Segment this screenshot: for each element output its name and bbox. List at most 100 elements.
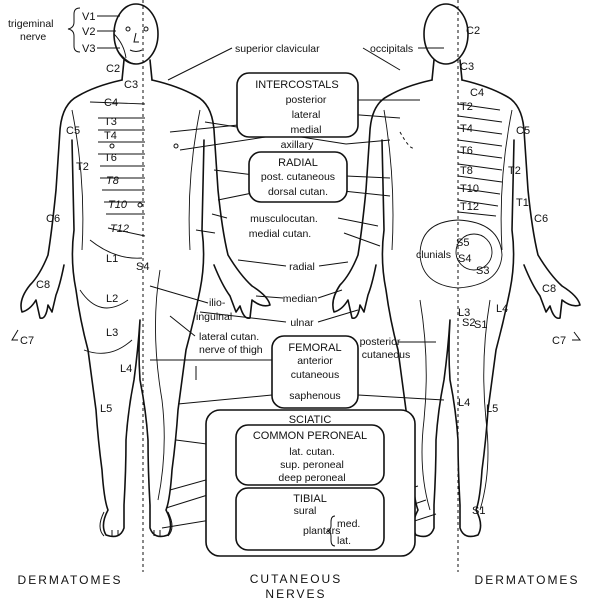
back-t-band-9: [457, 199, 499, 207]
lateral-cutan-line1: lateral cutan.: [199, 331, 259, 343]
back-t2-label: T2: [460, 101, 473, 113]
back-shoulder-dash: [399, 131, 415, 149]
front-left-foot: [99, 511, 119, 537]
deep-peroneal-label: deep peroneal: [278, 472, 345, 484]
front-l3-zone: [83, 339, 133, 354]
front-t3-label: T3: [104, 116, 117, 128]
back-t6-label: T6: [460, 145, 473, 157]
back-t10-label: T10: [460, 183, 479, 195]
front-nose: [133, 32, 139, 43]
trigeminal-v3: V3: [82, 43, 95, 55]
footer-nerves: NERVES: [265, 587, 326, 601]
back-t-band-3: [457, 127, 503, 135]
back-t-band-2: [457, 115, 503, 123]
radial-label: radial: [289, 261, 315, 273]
front-c5-label: C5: [66, 125, 80, 137]
back-l3-label: L3: [458, 307, 470, 319]
back-body-outline: [332, 79, 581, 538]
tibial-box: [235, 487, 385, 551]
back-s1-lower-label: S1: [472, 505, 485, 517]
front-c2-label: C2: [106, 63, 120, 75]
front-t12-label: T12: [110, 223, 129, 235]
back-t-band-4: [457, 139, 503, 147]
front-c6-label: C6: [46, 213, 60, 225]
axillary-label: axillary: [281, 139, 314, 151]
footer-dermatomes-left: DERMATOMES: [18, 573, 123, 587]
back-s1-label: S1: [474, 319, 487, 331]
radial-post-cutaneous: post. cutaneous: [261, 171, 335, 183]
back-c2-label: C2: [466, 25, 480, 37]
back-c3-label: C3: [460, 61, 474, 73]
back-arm-zone-left: [383, 109, 394, 251]
front-neck: [121, 59, 153, 81]
back-buttock-right: [457, 219, 503, 289]
trigeminal-bracket: [67, 7, 81, 53]
radial-dorsal-cutan: dorsal cutan.: [268, 186, 328, 198]
trigeminal-title-line2: nerve: [20, 31, 46, 43]
back-c6-label: C6: [534, 213, 548, 225]
front-mouth: [129, 49, 143, 52]
intercostals-title: INTERCOSTALS: [255, 79, 339, 91]
back-l5-label: L5: [486, 403, 498, 415]
intercostals-lateral: lateral: [292, 109, 321, 121]
front-l5-label: L5: [100, 403, 112, 415]
posterior-cutaneous-line2: cutaneous: [362, 349, 410, 361]
back-l4-label: L4: [496, 303, 508, 315]
front-face-v3-zone: [116, 49, 137, 65]
back-t-band-10: [457, 211, 497, 217]
femoral-saphenous: saphenous: [289, 390, 340, 402]
front-c4-label: C4: [104, 97, 118, 109]
front-c8-label: C8: [36, 279, 50, 291]
plantar-lat-label: lat.: [337, 535, 351, 547]
back-body-figure: [332, 3, 581, 538]
back-leg-zone-left: [419, 299, 431, 511]
ulnar-label: ulnar: [290, 317, 314, 329]
sup-peroneal-label: sup. peroneal: [280, 459, 344, 471]
superior-clavicular-label: superior clavicular: [235, 43, 320, 55]
intercostals-posterior: posterior: [286, 94, 327, 106]
back-t-band-1: [457, 103, 501, 111]
plantars-bracket: [326, 515, 336, 547]
back-c7-label: C7: [552, 335, 566, 347]
front-t4-label: T4: [104, 130, 117, 142]
front-t8-label: T8: [106, 175, 120, 187]
front-arm-zone-left: [71, 109, 84, 251]
front-nipple-right: [173, 143, 179, 149]
front-l1-label: L1: [106, 253, 118, 265]
front-left-eye: [125, 26, 131, 32]
intercostals-box: [236, 72, 359, 138]
lat-cutan-label: lat. cutan.: [289, 446, 335, 458]
front-face-v2-zone: [113, 33, 127, 59]
front-leg-zone-right: [155, 269, 165, 501]
occipitals-label: occipitals: [370, 43, 413, 55]
common-peroneal-title: COMMON PERONEAL: [253, 430, 367, 442]
back-neck: [431, 59, 463, 81]
back-t8-label: T8: [460, 165, 473, 177]
front-c4-band: [89, 101, 146, 105]
back-s2-label: S2: [462, 317, 475, 329]
posterior-cutaneous-line1: posterior: [360, 336, 401, 348]
back-t12-label: T12: [460, 201, 479, 213]
back-t-band-6: [457, 163, 503, 171]
back-t-band-7: [457, 175, 503, 183]
back-sacral-inner: [455, 233, 493, 271]
front-right-eye: [143, 26, 149, 32]
sciatic-title: SCIATIC: [289, 414, 332, 426]
front-c3-label: C3: [124, 79, 138, 91]
front-t2-label: T2: [76, 161, 89, 173]
back-c5-label: C5: [516, 125, 530, 137]
footer-cutaneous: CUTANEOUS: [250, 572, 342, 586]
front-l2-label: L2: [106, 293, 118, 305]
ilio-inguinal-line1: ilio-: [209, 297, 226, 309]
tibial-title: TIBIAL: [293, 493, 327, 505]
plantar-med-label: med.: [337, 518, 360, 530]
back-buttock-left: [419, 219, 459, 289]
musculocutan-label: musculocutan.: [250, 213, 318, 225]
front-l2-zone: [79, 289, 129, 309]
front-l4-label: L4: [120, 363, 132, 375]
back-t1-label: T1: [516, 197, 529, 209]
front-l3-label: L3: [106, 327, 118, 339]
front-navel: [137, 202, 143, 208]
femoral-anterior: anterior: [297, 355, 333, 367]
